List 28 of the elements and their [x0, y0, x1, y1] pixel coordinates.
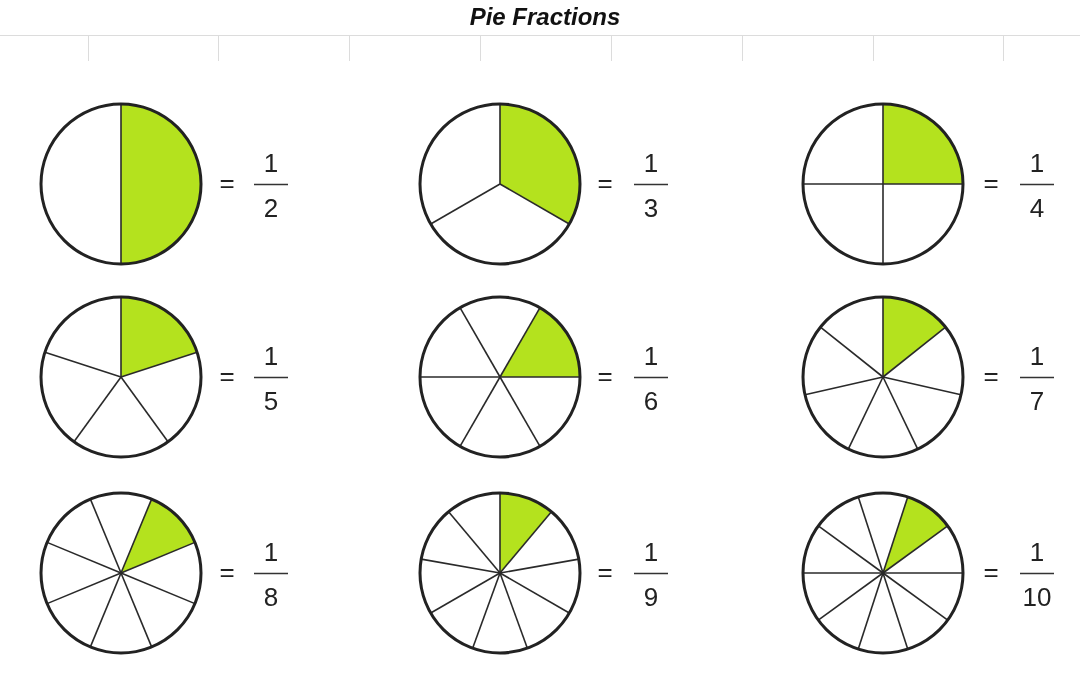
numerator: 1	[643, 343, 659, 369]
equals-sign: =	[983, 170, 999, 196]
denominator: 8	[263, 584, 279, 610]
denominator: 4	[1029, 195, 1045, 221]
denominator: 9	[643, 584, 659, 610]
equals-sign: =	[219, 170, 235, 196]
numerator: 1	[263, 343, 279, 369]
numerator: 1	[1029, 539, 1045, 565]
numerator: 1	[263, 150, 279, 176]
denominator: 3	[643, 195, 659, 221]
numerator: 1	[263, 539, 279, 565]
denominator: 6	[643, 388, 659, 414]
denominator: 7	[1029, 388, 1045, 414]
equals-sign: =	[219, 559, 235, 585]
numerator: 1	[1029, 150, 1045, 176]
title: Pie Fractions	[469, 5, 621, 29]
equals-sign: =	[597, 363, 613, 389]
denominator: 2	[263, 195, 279, 221]
denominator: 5	[263, 388, 279, 414]
equals-sign: =	[597, 559, 613, 585]
numerator: 1	[1029, 343, 1045, 369]
equals-sign: =	[597, 170, 613, 196]
denominator: 10	[1022, 584, 1052, 610]
equals-sign: =	[983, 559, 999, 585]
equals-sign: =	[219, 363, 235, 389]
numerator: 1	[643, 539, 659, 565]
numerator: 1	[643, 150, 659, 176]
equals-sign: =	[983, 363, 999, 389]
